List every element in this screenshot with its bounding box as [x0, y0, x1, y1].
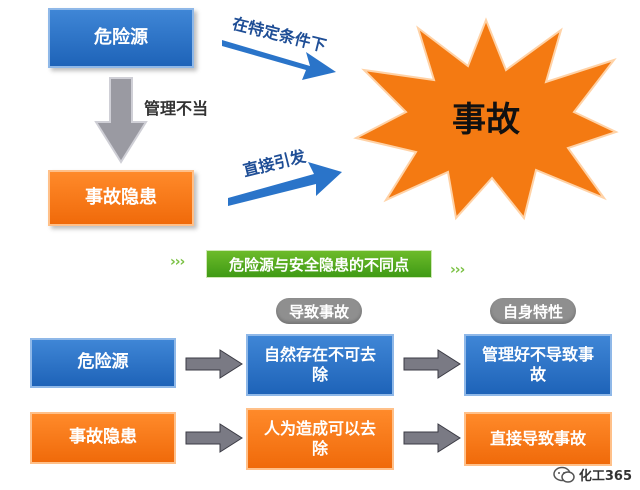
header-cause-label: 导致事故 [288, 302, 349, 321]
watermark-text: 化工365 [578, 469, 632, 484]
comparison-banner: 危险源与安全隐患的不同点 [206, 250, 432, 278]
label-mismanage: 管理不当 [144, 99, 209, 118]
row1-nature-box: 管理好不导致事故 [464, 334, 612, 396]
banner-title: 危险源与安全隐患的不同点 [228, 255, 409, 274]
header-nature: 自身特性 [490, 298, 576, 324]
explosion-burst-icon [353, 17, 619, 221]
row2-cause-box: 人为造成可以去除 [246, 408, 394, 470]
hazard-source-label: 危险源 [94, 26, 148, 48]
row1-arrow1-icon [185, 349, 243, 379]
hazard-source-box: 危险源 [48, 8, 194, 68]
row1-name-box: 危险源 [30, 338, 176, 388]
row1-cause-box: 自然存在不可去除 [246, 334, 394, 396]
accident-text: 事故 [406, 90, 566, 150]
banner-dots-left: ››› [170, 254, 185, 270]
row1-cause: 自然存在不可去除 [263, 345, 376, 384]
row2-cause: 人为造成可以去除 [263, 419, 376, 458]
row1-name: 危险源 [77, 352, 129, 373]
arrow-condition-icon [222, 40, 336, 80]
wechat-icon [553, 466, 575, 483]
header-nature-label: 自身特性 [502, 302, 563, 321]
hidden-danger-box: 事故隐患 [48, 170, 194, 226]
arrow-direct-icon [228, 162, 342, 206]
row1-nature: 管理好不导致事故 [481, 345, 594, 384]
down-arrow-icon [94, 77, 148, 164]
row2-arrow2-icon [403, 423, 461, 453]
watermark: 化工365 [553, 465, 632, 484]
header-cause: 导致事故 [276, 298, 362, 324]
banner-dots-right: ››› [450, 262, 465, 278]
row2-name-box: 事故隐患 [30, 412, 176, 464]
row2-nature-box: 直接导致事故 [464, 412, 612, 466]
accident-label: 事故 [452, 99, 520, 140]
hidden-danger-label: 事故隐患 [85, 186, 157, 208]
row2-arrow1-icon [185, 423, 243, 453]
row2-nature: 直接导致事故 [489, 429, 586, 448]
row2-name: 事故隐患 [69, 427, 137, 448]
row1-arrow2-icon [403, 349, 461, 379]
